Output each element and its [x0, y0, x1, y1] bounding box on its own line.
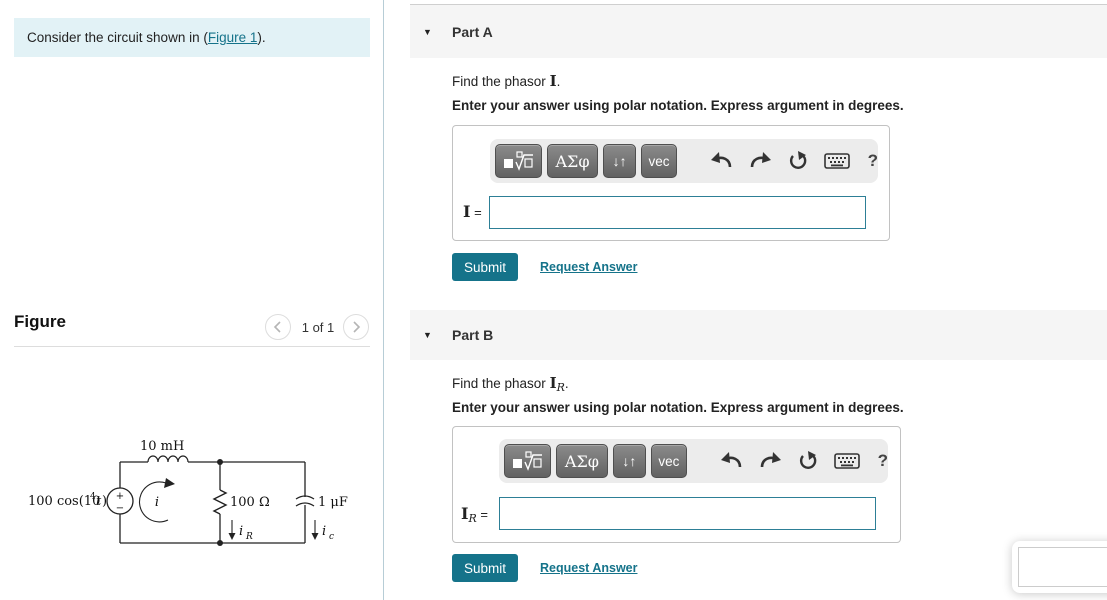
redo-button[interactable]: [760, 451, 782, 471]
keyboard-icon: [833, 453, 860, 469]
chevron-right-icon: [353, 321, 361, 333]
part-b-submit-button[interactable]: Submit: [452, 554, 518, 582]
part-a-header[interactable]: ▼ Part A: [410, 5, 1107, 58]
resistor-label: 100 Ω: [230, 495, 270, 510]
reset-icon: [799, 451, 816, 469]
phasor-symbol: I: [549, 72, 557, 90]
equation-editor-button[interactable]: [504, 444, 552, 478]
greek-symbols-button[interactable]: ΑΣφ: [547, 144, 598, 178]
capacitor-current-sub: c: [329, 532, 334, 542]
part-b-answer-box: ΑΣφ ↓↑ vec: [452, 426, 901, 543]
question-suffix: .: [564, 376, 569, 391]
answer-symbol: I: [463, 202, 471, 221]
popup-inner-frame: [1018, 547, 1107, 587]
part-a-answer-box: ΑΣφ ↓↑ vec: [452, 125, 890, 241]
problem-intro: Consider the circuit shown in (Figure 1)…: [14, 18, 370, 57]
equation-editor-icon: [512, 451, 542, 471]
answer-symbol-sub: R: [468, 512, 477, 525]
source-label-exponent: 4: [90, 492, 96, 502]
help-button[interactable]: ?: [867, 151, 878, 170]
redo-button[interactable]: [750, 151, 772, 171]
figure-next-button[interactable]: [343, 314, 369, 340]
math-toolbar: ΑΣφ ↓↑ vec: [490, 139, 878, 183]
source-minus-sign: −: [116, 503, 124, 514]
undo-icon: [720, 452, 741, 468]
panel-divider: [383, 0, 384, 600]
part-a-answer-label: I =: [463, 202, 482, 223]
capacitor-label: 1 μF: [318, 495, 348, 510]
updown-arrows-button[interactable]: ↓↑: [602, 144, 637, 178]
reset-button[interactable]: [798, 451, 818, 471]
equation-editor-button[interactable]: [495, 144, 543, 178]
undo-button[interactable]: [710, 151, 732, 171]
updown-arrows-button[interactable]: ↓↑: [612, 444, 647, 478]
popup-box: [1012, 541, 1107, 593]
redo-icon: [750, 152, 771, 168]
part-b-label: Part B: [452, 327, 494, 343]
part-b-request-answer-link[interactable]: Request Answer: [540, 561, 638, 575]
resistor-current-label: i: [239, 524, 243, 539]
reset-button[interactable]: [788, 151, 808, 171]
keyboard-button[interactable]: [823, 152, 850, 170]
equals-sign: =: [476, 507, 488, 522]
part-a-answer-input[interactable]: [489, 196, 866, 229]
keyboard-icon: [823, 153, 850, 169]
part-b-instruction: Enter your answer using polar notation. …: [452, 400, 904, 415]
part-a-question: Find the phasor I.: [452, 72, 560, 92]
part-b-answer-input[interactable]: [499, 497, 876, 530]
equation-editor-icon: [503, 151, 533, 171]
top-border: [410, 4, 1107, 5]
part-b-question: Find the phasor IR.: [452, 374, 569, 394]
question-suffix: .: [556, 74, 561, 89]
circuit-diagram: 10 mH 100 cos(10 4 t ) + − i 100 Ω i R 1…: [28, 439, 348, 546]
problem-panel: Consider the circuit shown in (Figure 1)…: [0, 0, 383, 600]
chevron-left-icon: [273, 321, 281, 333]
part-a-submit-button[interactable]: Submit: [452, 253, 518, 281]
part-b-header[interactable]: ▼ Part B: [410, 310, 1107, 360]
question-prefix: Find the phasor: [452, 376, 550, 391]
collapse-triangle-icon[interactable]: ▼: [423, 330, 432, 340]
part-a-label: Part A: [452, 23, 493, 40]
redo-icon: [760, 452, 781, 468]
part-b-answer-label: IR =: [461, 504, 488, 525]
question-prefix: Find the phasor: [452, 74, 550, 89]
figure-page-indicator: 1 of 1: [301, 320, 335, 335]
intro-text-after: ).: [257, 30, 266, 45]
math-toolbar: ΑΣφ ↓↑ vec: [499, 439, 888, 483]
keyboard-button[interactable]: [833, 452, 860, 470]
loop-arrowhead: [164, 478, 175, 488]
figure-heading: Figure: [14, 312, 66, 331]
greek-symbols-button[interactable]: ΑΣφ: [556, 444, 608, 478]
phasor-symbol-sub: R: [556, 381, 565, 394]
undo-icon: [710, 152, 731, 168]
loop-current-label: i: [155, 495, 159, 510]
inductor-label: 10 mH: [140, 439, 184, 454]
source-label-var: t: [96, 494, 102, 509]
capacitor-current-label: i: [322, 524, 326, 539]
undo-button[interactable]: [720, 451, 742, 471]
parts-panel: ▼ Part A Find the phasor I. Enter your a…: [410, 0, 1107, 600]
part-a-request-answer-link[interactable]: Request Answer: [540, 260, 638, 274]
equals-sign: =: [470, 205, 482, 220]
answer-symbol: I: [461, 504, 469, 523]
figure-link[interactable]: Figure 1: [207, 30, 258, 45]
phasor-symbol: I: [549, 374, 557, 392]
source-label-coeff: 100 cos(10: [28, 494, 100, 509]
reset-icon: [789, 151, 806, 169]
vector-button[interactable]: vec: [641, 144, 677, 178]
vector-button[interactable]: vec: [651, 444, 687, 478]
figure-divider: [14, 346, 370, 347]
resistor-current-sub: R: [245, 532, 253, 542]
part-a-instruction: Enter your answer using polar notation. …: [452, 98, 904, 113]
help-button[interactable]: ?: [877, 451, 889, 470]
figure-prev-button[interactable]: [265, 314, 291, 340]
collapse-triangle-icon[interactable]: ▼: [423, 26, 432, 37]
intro-text-before: Consider the circuit shown in (: [27, 30, 208, 45]
source-plus-sign: +: [116, 491, 124, 502]
source-label-close: ): [102, 494, 107, 509]
